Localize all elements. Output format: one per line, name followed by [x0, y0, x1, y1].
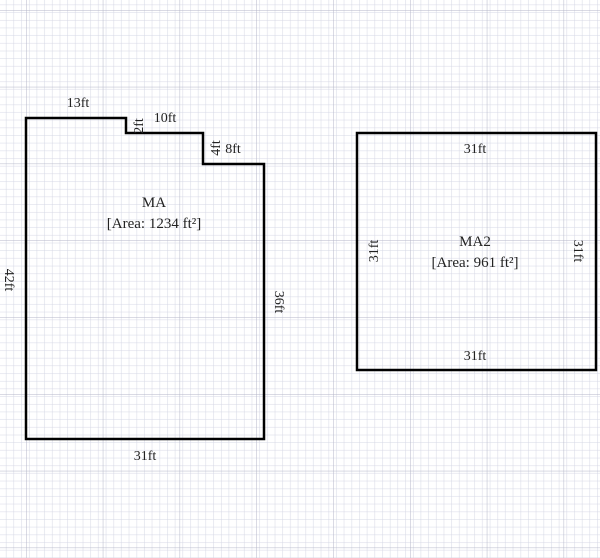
dim-ma-left: 42ft: [1, 269, 16, 292]
room-ma2-area: [Area: 961 ft²]: [432, 255, 519, 271]
dim-ma2-left: 31ft: [367, 240, 382, 263]
dim-ma-step1-run: 10ft: [154, 111, 177, 126]
room-ma2[interactable]: 31ft 31ft 31ft 31ft MA2 [Area: 961 ft²]: [355, 131, 598, 372]
dim-ma-step1-drop: 2ft: [132, 118, 147, 134]
dim-ma-top-left: 13ft: [67, 96, 90, 111]
dim-ma-step2-run: 8ft: [225, 142, 241, 157]
dim-ma2-bottom: 31ft: [464, 349, 487, 364]
dim-ma-bottom: 31ft: [134, 449, 157, 464]
dim-ma-right: 36ft: [271, 291, 286, 314]
room-ma[interactable]: 13ft 2ft 10ft 4ft 8ft 36ft 31ft 42ft MA …: [1, 96, 286, 464]
room-ma2-name: MA2: [459, 234, 491, 250]
dim-ma2-right: 31ft: [570, 240, 585, 263]
room-ma2-walls[interactable]: [355, 131, 598, 372]
dim-ma2-top: 31ft: [464, 142, 487, 157]
room-ma-name: MA: [142, 195, 166, 211]
dim-ma-step2-drop: 4ft: [209, 140, 224, 156]
room-ma-walls[interactable]: [24, 116, 266, 441]
room-ma-area: [Area: 1234 ft²]: [107, 216, 201, 232]
